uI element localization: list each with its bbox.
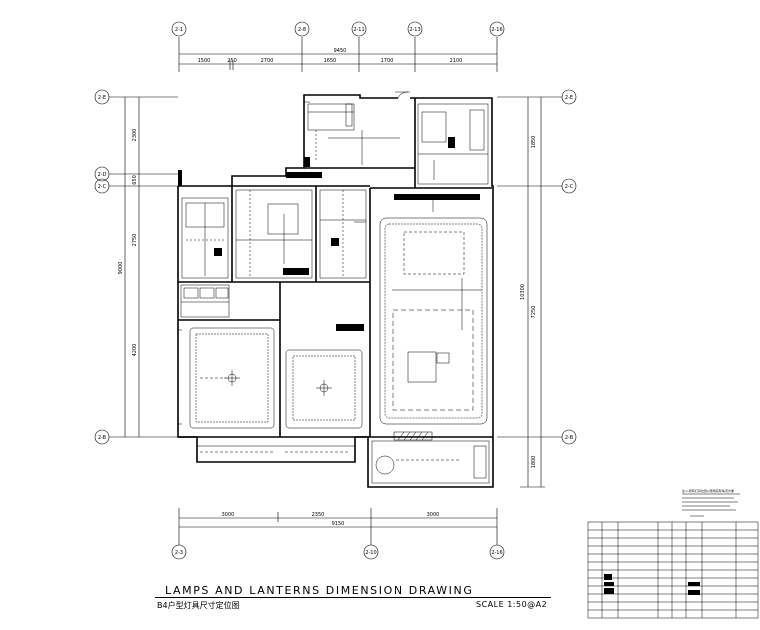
- dim-left-seg-1: 2300: [132, 129, 138, 142]
- dim-top-seg-4: 1650: [324, 58, 337, 64]
- dim-bottom-total: 9150: [332, 521, 345, 527]
- axis-label-right-3: 2-B: [565, 435, 574, 441]
- axis-bubble-bottom-3: [489, 544, 505, 560]
- axis-label-left-1: 2-E: [98, 95, 106, 101]
- dim-top-seg-6: 2100: [450, 58, 463, 64]
- dim-right-seg-2: 7250: [531, 306, 537, 319]
- axis-bubble-bottom-1: [171, 544, 187, 560]
- room-details: [178, 91, 490, 484]
- dim-top-seg-3: 2700: [261, 58, 274, 64]
- hatch-zone: [393, 431, 433, 441]
- axis-label-top-2: 2-8: [298, 27, 306, 33]
- dim-left-seg-2: 650: [132, 175, 138, 185]
- dim-left-seg-4: 4200: [132, 344, 138, 357]
- drawing-subtitle: B4户型灯具尺寸定位图: [157, 601, 240, 610]
- axis-label-bottom-2: 2-10: [365, 550, 376, 556]
- axis-label-top-3: 2-11: [353, 27, 364, 33]
- right-axis-group: [497, 89, 577, 488]
- dim-top-seg-2: 250: [227, 58, 237, 64]
- axis-bubble-top-2: [294, 21, 310, 37]
- axis-label-bottom-3: 2-16: [491, 550, 502, 556]
- axis-label-left-2: 2-D: [98, 172, 107, 178]
- drawing-title: LAMPS AND LANTERNS DIMENSION DRAWING: [165, 584, 474, 597]
- axis-bubble-top-4: [407, 21, 423, 37]
- dim-top-total: 9450: [334, 48, 347, 54]
- top-axis-group: [171, 21, 505, 72]
- axis-bubble-bottom-2: [363, 544, 379, 560]
- dim-top-seg-5: 1700: [381, 58, 394, 64]
- left-axis-group: [94, 89, 178, 445]
- dim-bottom-seg-3: 3000: [427, 512, 440, 518]
- dim-left-total: 9000: [118, 262, 124, 275]
- axis-bubble-left-4: [94, 429, 110, 445]
- legend-notes: [682, 493, 740, 517]
- axis-label-bottom-1: 2-3: [175, 550, 183, 556]
- axis-bubble-right-2: [561, 178, 577, 194]
- axis-bubble-top-3: [351, 21, 367, 37]
- axis-bubble-right-1: [561, 89, 577, 105]
- dim-left-seg-3: 2750: [132, 234, 138, 247]
- axis-label-left-3: 2-C: [98, 184, 107, 190]
- title-underline: [155, 597, 551, 598]
- legend-symbols: [604, 574, 700, 595]
- legend-table: [587, 521, 759, 619]
- legend-note-text: 注:1.所有灯具位置以现场实际情况为准: [682, 488, 734, 493]
- axis-bubble-top-5: [489, 21, 505, 37]
- dim-bottom-seg-1: 3000: [222, 512, 235, 518]
- dim-right-seg-3: 1800: [531, 456, 537, 469]
- axis-label-left-4: 2-B: [98, 435, 107, 441]
- dim-right-total: 10300: [520, 284, 526, 300]
- axis-label-right-1: 2-E: [565, 95, 573, 101]
- dim-right-seg-1: 1850: [531, 136, 537, 149]
- axis-label-top-5: 2-16: [491, 27, 502, 33]
- exterior-walls: [177, 94, 494, 488]
- bedroom2-ceiling: [285, 349, 363, 429]
- bottom-axis-group: [171, 508, 505, 560]
- dim-bottom-seg-2: 2350: [312, 512, 325, 518]
- wall-fills: [178, 137, 480, 331]
- axis-label-top-4: 2-13: [409, 27, 420, 33]
- axis-label-right-2: 2-C: [565, 184, 574, 190]
- axis-bubble-top-1: [171, 21, 187, 37]
- axis-bubble-right-3: [561, 429, 577, 445]
- axis-bubble-left-3: [94, 178, 110, 194]
- drawing-scale: SCALE 1:50@A2: [476, 600, 548, 609]
- axis-bubble-left-1: [94, 89, 110, 105]
- living-ceiling: [379, 217, 488, 425]
- bedroom1-ceiling: [189, 327, 275, 429]
- dim-top-seg-1: 1500: [198, 58, 211, 64]
- axis-label-top-1: 2-1: [175, 27, 183, 33]
- axis-bubble-left-2: [94, 166, 110, 182]
